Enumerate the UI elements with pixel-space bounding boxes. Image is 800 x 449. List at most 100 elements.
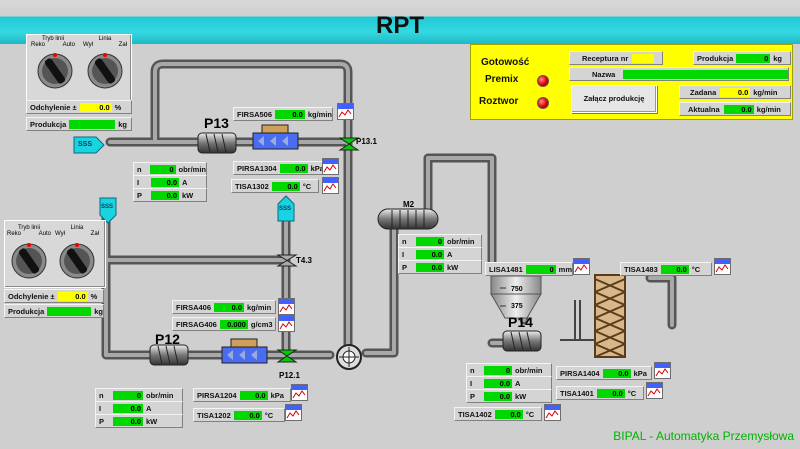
valve-t4-3-label: T4.3 <box>296 256 313 265</box>
valve-p12-1[interactable] <box>276 349 298 363</box>
m2-power-label: P <box>402 262 408 272</box>
tisa1401-field: TISA1401 0.0 °C <box>556 386 644 400</box>
trend-chart-icon[interactable] <box>285 404 302 421</box>
trend-chart-icon[interactable] <box>714 258 731 275</box>
pump-p14-label: P14 <box>508 314 533 330</box>
tisa1401-unit: °C <box>627 388 637 398</box>
mode-label: Tryb linii <box>17 225 41 231</box>
tisa1302-label: TISA1302 <box>235 181 269 191</box>
p13-current-unit: A <box>182 177 188 187</box>
m2-power-field: P 0.0 kW <box>398 260 482 274</box>
firsa506-label: FIRSA506 <box>237 109 273 119</box>
deviation-label: Odchylenie ± <box>8 291 55 301</box>
m2-speed-unit: obr/min <box>447 236 475 246</box>
p12-power-label: P <box>99 416 105 426</box>
trend-chart-icon[interactable] <box>646 382 663 399</box>
p13-current-field: I 0.0 A <box>133 175 207 189</box>
p12-speed-label: n <box>99 390 104 400</box>
production-control-panel: Gotowość Premix Roztwor Receptura nr Naz… <box>470 44 793 120</box>
trend-chart-icon[interactable] <box>322 158 339 175</box>
pump-p13-label: P13 <box>204 115 229 131</box>
actual-label: Aktualna <box>688 104 720 114</box>
production-value <box>47 306 92 316</box>
tisa1202-label: TISA1202 <box>197 410 231 420</box>
pump-p14[interactable] <box>502 330 542 352</box>
pump-p13[interactable] <box>197 132 237 154</box>
p12-power-unit: kW <box>146 416 158 426</box>
tisa1483-field: TISA1483 0.0 °C <box>620 262 712 276</box>
production-label: Produkcja <box>30 119 67 129</box>
trend-chart-icon[interactable] <box>322 177 339 194</box>
rotary-switch-icon[interactable] <box>35 51 75 91</box>
rotary-switch-icon[interactable] <box>9 241 49 281</box>
p14-speed-value: 0 <box>484 365 512 375</box>
p13-current-label: I <box>137 177 140 187</box>
valve-p13-1[interactable] <box>338 137 360 151</box>
rotary-switch-icon[interactable] <box>85 51 125 91</box>
tisa1302-field: TISA1302 0.0 °C <box>231 179 319 193</box>
m2-current-label: I <box>402 249 405 259</box>
production-unit: kg <box>118 119 128 129</box>
firsa506-value: 0.0 <box>275 109 305 119</box>
trend-chart-icon[interactable] <box>573 258 590 275</box>
tisa1402-label: TISA1402 <box>458 409 492 419</box>
p14-current-value: 0.0 <box>484 378 512 388</box>
firsag406-label: FIRSAG406 <box>176 319 217 329</box>
m2-speed-label: n <box>402 236 407 246</box>
name-value <box>623 69 788 79</box>
trend-chart-icon[interactable] <box>544 404 561 421</box>
footer-brand: BIPAL - Automatyka Przemysłowa <box>613 429 794 443</box>
pirsa1204-field: PIRSA1204 0.0 kPa <box>193 388 291 402</box>
p13-power-field: P 0.0 kW <box>133 188 207 202</box>
p13-power-unit: kW <box>182 190 194 200</box>
trend-chart-icon[interactable] <box>278 315 295 332</box>
pirsa1304-value: 0.0 <box>279 163 308 173</box>
pirsa1304-field: PIRSA1304 0.0 kPa <box>233 161 327 175</box>
deviation-value[interactable]: 0.0 <box>79 102 112 112</box>
p14-power-field: P 0.0 kW <box>466 389 552 403</box>
lisa1481-label: LISA1481 <box>489 264 523 274</box>
sss-label-top2: SSS <box>279 206 292 212</box>
trend-chart-icon[interactable] <box>291 384 308 401</box>
firsa406-unit: kg/min <box>247 302 272 312</box>
rotary-switch-icon[interactable] <box>57 241 97 281</box>
m2-speed-value: 0 <box>416 236 444 246</box>
roztwor-label: Roztwor <box>479 96 519 107</box>
page-title: RPT <box>376 12 424 39</box>
trend-chart-icon[interactable] <box>654 362 671 379</box>
title-bar <box>0 0 800 44</box>
setpoint-value[interactable]: 0.0 <box>720 87 751 97</box>
sss-label-top1: SSS <box>101 204 114 210</box>
recipe-value[interactable] <box>632 53 655 63</box>
deviation-label: Odchylenie ± <box>30 102 77 112</box>
start-production-button[interactable]: Załącz produkcję <box>571 85 657 113</box>
firsa406-label: FIRSA406 <box>176 302 212 312</box>
setpoint-label: Zadana <box>690 87 717 97</box>
p13-speed-unit: obr/min <box>178 164 207 174</box>
tisa1302-unit: °C <box>302 181 312 191</box>
p12-speed-field: n 0 obr/min <box>95 388 183 402</box>
m2-power-unit: kW <box>447 262 459 272</box>
pirsa1204-label: PIRSA1204 <box>197 390 237 400</box>
firsag406-unit: g/cm3 <box>250 319 273 329</box>
trend-chart-icon[interactable] <box>278 298 295 315</box>
actual-unit: kg/min <box>756 104 781 114</box>
tisa1401-label: TISA1401 <box>560 388 594 398</box>
p13-power-label: P <box>137 190 143 200</box>
lisa1481-field: LISA1481 0 mm <box>485 262 573 276</box>
pump-p12-label: P12 <box>155 331 180 347</box>
flowmeter-p13 <box>252 124 299 150</box>
tank-level-lower: 375 <box>511 303 523 310</box>
valve-p12-1-label: P12.1 <box>279 371 300 380</box>
p12-current-unit: A <box>146 403 152 413</box>
deviation-unit: % <box>90 291 98 301</box>
trend-chart-icon[interactable] <box>337 103 354 120</box>
lisa1481-unit: mm <box>558 264 572 274</box>
p13-speed-value: 0 <box>149 164 176 174</box>
sss-flow-arrow-icon <box>99 197 117 224</box>
pump-p12[interactable] <box>149 344 189 366</box>
mixer-m2[interactable] <box>377 208 439 230</box>
deviation-value[interactable]: 0.0 <box>57 291 88 301</box>
valve-t4-3[interactable] <box>276 254 298 267</box>
